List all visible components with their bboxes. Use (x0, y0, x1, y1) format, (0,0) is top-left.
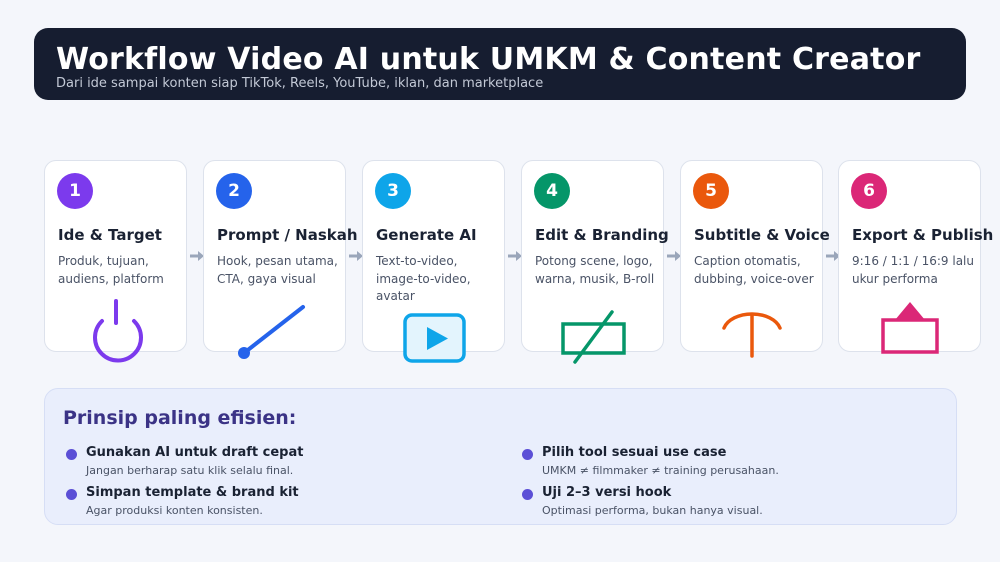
flow-arrow-icon (349, 251, 363, 261)
principle-title: Uji 2–3 versi hook (542, 485, 672, 500)
flow-arrow-icon (667, 251, 681, 261)
step-number-badge: 1 (57, 173, 93, 209)
step-card-edit-branding: 4 Edit & Branding Potong scene, logo, wa… (521, 160, 669, 364)
principle-description: Agar produksi konten konsisten. (86, 504, 263, 517)
principle-title: Pilih tool sesuai use case (542, 445, 727, 460)
step-description: Potong scene, logo, warna, musik, B-roll (535, 254, 655, 286)
step-number-badge: 2 (216, 173, 252, 209)
principle-title: Gunakan AI untuk draft cepat (86, 445, 304, 460)
page-title: Workflow Video AI untuk UMKM & Content C… (56, 42, 921, 77)
step-number-badge: 3 (375, 173, 411, 209)
step-description: Hook, pesan utama, CTA, gaya visual (217, 254, 338, 286)
step-card-subtitle-voice: 5 Subtitle & Voice Caption otomatis, dub… (680, 160, 830, 358)
step-title: Prompt / Naskah (217, 226, 358, 244)
step-description: Text-to-video, image-to-video, avatar (376, 254, 471, 303)
principle-description: UMKM ≠ filmmaker ≠ training perusahaan. (542, 464, 779, 477)
slashed-rectangle-icon (561, 310, 626, 364)
principle-description: Jangan berharap satu klik selalu final. (86, 464, 294, 477)
bullet-icon (66, 489, 77, 500)
step-number-badge: 6 (851, 173, 887, 209)
step-title: Subtitle & Voice (694, 226, 830, 244)
flow-arrow-icon (508, 251, 522, 261)
principles-panel: Prinsip paling efisien: Gunakan AI untuk… (44, 388, 957, 525)
flow-arrow-icon (826, 251, 840, 261)
page-subtitle: Dari ide sampai konten siap TikTok, Reel… (56, 76, 544, 91)
microphone-arc-icon (722, 312, 782, 358)
bullet-icon (66, 449, 77, 460)
step-card-ide-target: 1 Ide & Target Produk, tujuan, audiens, … (44, 160, 187, 363)
play-icon (403, 313, 466, 363)
step-card-export-publish: 6 Export & Publish 9:16 / 1:1 / 16:9 lal… (838, 160, 993, 354)
step-description: 9:16 / 1:1 / 16:9 lalu ukur performa (852, 254, 974, 286)
principle-title: Simpan template & brand kit (86, 485, 299, 500)
step-title: Ide & Target (58, 226, 162, 244)
pen-line-icon (238, 305, 305, 359)
step-card-prompt-naskah: 2 Prompt / Naskah Hook, pesan utama, CTA… (203, 160, 358, 359)
step-title: Edit & Branding (535, 226, 669, 244)
principle-description: Optimasi performa, bukan hanya visual. (542, 504, 763, 517)
step-description: Produk, tujuan, audiens, platform (58, 254, 164, 286)
header-banner: Workflow Video AI untuk UMKM & Content C… (34, 28, 966, 100)
step-number-badge: 4 (534, 173, 570, 209)
step-title: Generate AI (376, 226, 477, 244)
step-number-badge: 5 (693, 173, 729, 209)
step-description: Caption otomatis, dubbing, voice-over (694, 254, 814, 286)
principles-title: Prinsip paling efisien: (63, 407, 297, 429)
step-title: Export & Publish (852, 226, 994, 244)
bullet-icon (522, 449, 533, 460)
step-card-generate-ai: 3 Generate AI Text-to-video, image-to-vi… (362, 160, 505, 363)
power-icon (93, 299, 143, 363)
upload-box-icon (881, 302, 939, 354)
flow-arrow-icon (190, 251, 204, 261)
bullet-icon (522, 489, 533, 500)
